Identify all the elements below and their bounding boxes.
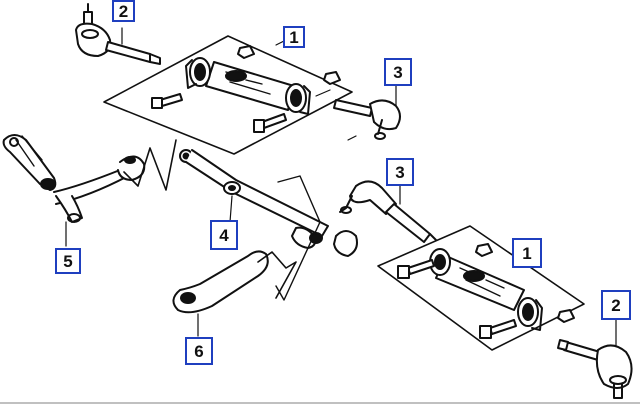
lower-nut-2 (557, 309, 575, 323)
callout-adjuster-sleeve-upper: 1 (283, 26, 305, 48)
upper-adjuster-sleeve (205, 61, 295, 111)
lower-bolt-2 (479, 319, 517, 339)
upper-adjuster-panel (103, 35, 353, 155)
upper-clamp-left (185, 57, 211, 89)
callout-inner-tie-rod-end-upper: 3 (384, 58, 412, 86)
callout-inner-tie-rod-end-lower: 3 (386, 158, 414, 186)
callout-idler-arm: 6 (185, 337, 213, 365)
callout-adjuster-sleeve-lower: 1 (512, 238, 542, 268)
inner-tie-rod-end-upper (333, 85, 401, 141)
upper-bolt-1 (151, 93, 183, 109)
outer-tie-rod-end-lower (557, 319, 633, 399)
callout-center-link: 4 (210, 220, 238, 250)
outer-tie-rod-end-upper (75, 3, 161, 65)
upper-nut-1 (237, 45, 255, 59)
upper-clamp-right (285, 83, 311, 115)
lower-clamp-left (429, 248, 451, 276)
upper-bolt-2 (253, 113, 287, 133)
lower-bolt-1 (397, 259, 435, 279)
center-link (123, 139, 329, 249)
lower-adjuster-panel (377, 225, 585, 351)
lower-nut-1 (475, 243, 493, 257)
pitman-arm (2, 134, 146, 247)
callout-outer-tie-rod-end-upper: 2 (112, 0, 135, 22)
lower-adjuster-sleeve (435, 255, 525, 311)
upper-nut-2 (323, 71, 341, 85)
lower-clamp-right (517, 297, 543, 331)
idler-arm (172, 175, 321, 337)
callout-pitman-arm: 5 (55, 248, 81, 274)
inner-tie-rod-end-lower (333, 180, 437, 257)
callout-outer-tie-rod-end-lower: 2 (601, 290, 631, 320)
